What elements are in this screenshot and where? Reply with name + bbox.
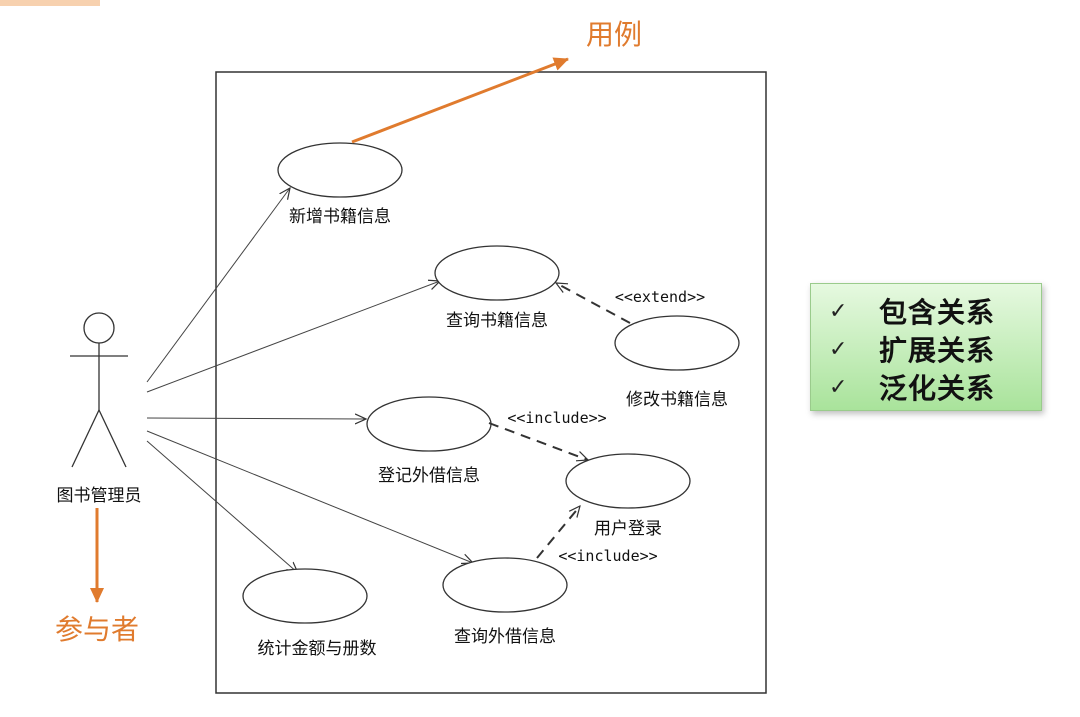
check-icon: ✓ xyxy=(829,298,848,324)
use-case-label: 查询书籍信息 xyxy=(446,311,548,331)
assoc-query-book xyxy=(146,281,440,393)
use-case-label: 新增书籍信息 xyxy=(289,207,391,227)
cropped-annotation-fragment xyxy=(0,0,100,6)
check-icon: ✓ xyxy=(829,374,848,400)
include-relation-query-loan xyxy=(536,506,580,559)
include-relation-register xyxy=(488,422,588,460)
assoc-register-loan xyxy=(146,418,366,419)
use-case-label: 统计金额与册数 xyxy=(258,639,377,659)
assoc-query-loan xyxy=(146,430,473,563)
use-case-query-loan xyxy=(442,557,568,613)
check-icon: ✓ xyxy=(829,336,848,362)
use-case-add-book xyxy=(277,142,403,198)
use-case-label: 登记外借信息 xyxy=(378,466,480,486)
use-case-user-login xyxy=(565,453,691,509)
use-case-statistics xyxy=(242,568,368,624)
use-case-annotation-arrow xyxy=(351,57,569,144)
legend-label: 泛化关系 xyxy=(879,372,996,405)
use-case-query-book xyxy=(434,245,560,301)
assoc-add-book xyxy=(146,188,290,383)
use-case-register-loan xyxy=(366,396,492,452)
system-boundary xyxy=(215,71,767,694)
legend-label: 扩展关系 xyxy=(879,334,996,367)
use-case-label: 修改书籍信息 xyxy=(626,390,728,410)
use-case-label: 查询外借信息 xyxy=(454,627,556,647)
legend-label: 包含关系 xyxy=(879,296,996,329)
use-case-annotation: 用例 xyxy=(586,18,642,51)
actor-annotation: 参与者 xyxy=(55,613,139,646)
use-case-label: 用户登录 xyxy=(594,519,662,539)
actor-name: 图书管理员 xyxy=(57,486,142,506)
extend-relation xyxy=(556,282,631,324)
relationship-legend: ✓ 包含关系 ✓ 扩展关系 ✓ 泛化关系 xyxy=(810,283,1042,411)
extend-stereotype: <<extend>> xyxy=(615,288,705,306)
legend-item-include: ✓ 包含关系 xyxy=(829,292,1041,330)
legend-item-extend: ✓ 扩展关系 xyxy=(829,330,1041,368)
include-stereotype: <<include>> xyxy=(558,547,657,565)
include-stereotype: <<include>> xyxy=(507,409,606,427)
assoc-statistics xyxy=(146,440,298,573)
legend-item-generalization: ✓ 泛化关系 xyxy=(829,368,1041,406)
associations xyxy=(146,188,473,573)
actor-icon xyxy=(70,312,128,468)
use-case-modify-book xyxy=(614,315,740,371)
